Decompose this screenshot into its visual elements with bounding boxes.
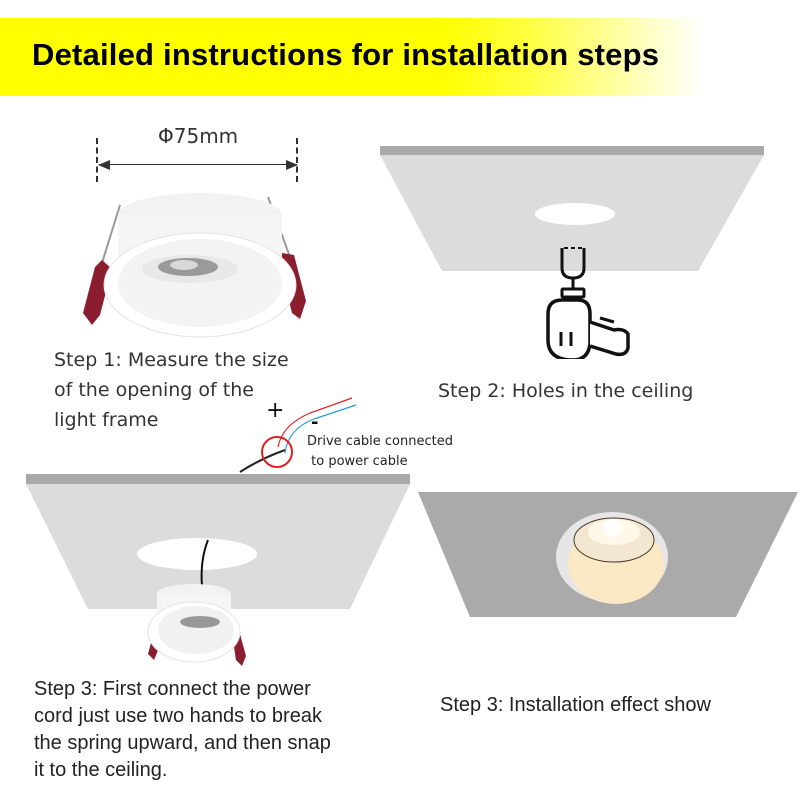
step3-instructions: Step 3: First connect the power cord jus… xyxy=(34,676,331,784)
cable-note-line-2: to power cable xyxy=(307,454,408,469)
minus-sign: - xyxy=(311,412,319,433)
plus-sign: + xyxy=(266,398,285,423)
dimension-line xyxy=(99,164,297,165)
step1-line-2: of the opening of the xyxy=(54,379,254,401)
hanging-downlight-image xyxy=(26,474,410,666)
ceiling-drill-image xyxy=(380,146,764,359)
arrow-right-icon xyxy=(286,160,298,170)
step3-line-1: Step 3: First connect the power xyxy=(34,678,311,700)
step3-line-4: it to the ceiling. xyxy=(34,759,168,781)
step2-label: Step 2: Holes in the ceiling xyxy=(438,380,694,402)
step3-line-3: the spring upward, and then snap xyxy=(34,732,331,754)
step1-instructions: Step 1: Measure the size of the opening … xyxy=(54,345,289,435)
downlight-fixture-image xyxy=(83,193,306,338)
installed-light-image xyxy=(418,492,798,617)
step1-line-3: light frame xyxy=(54,409,159,431)
step1-line-1: Step 1: Measure the size xyxy=(54,349,289,371)
title-banner xyxy=(0,18,800,96)
wiring-diagram xyxy=(239,397,357,473)
page-title: Detailed instructions for installation s… xyxy=(32,37,660,72)
dimension-label: Φ75mm xyxy=(158,124,239,148)
step3b-label: Step 3: Installation effect show xyxy=(440,694,711,716)
cable-note: Drive cable connected to power cable xyxy=(307,432,453,472)
step3-line-2: cord just use two hands to break xyxy=(34,705,322,727)
dimension-marker-left xyxy=(96,138,100,182)
cable-note-line-1: Drive cable connected xyxy=(307,434,453,449)
arrow-left-icon xyxy=(98,160,110,170)
